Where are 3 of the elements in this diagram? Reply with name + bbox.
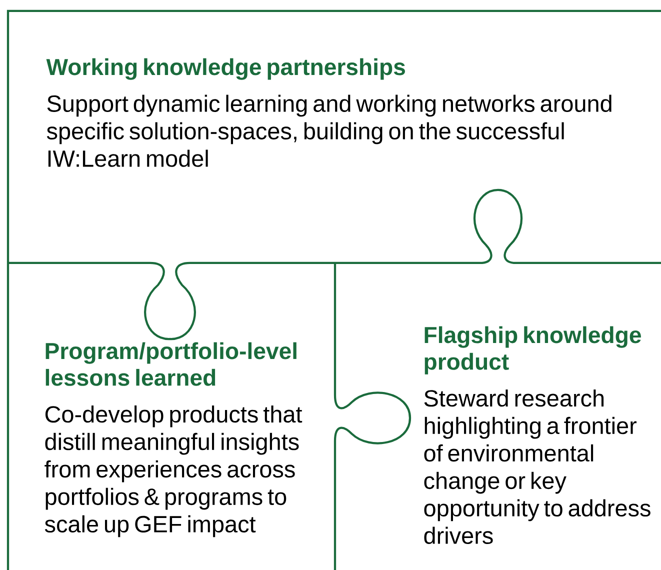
puzzle-piece-text: Working knowledge partnerships Support dynamic learning and working networks around specific solution-spaces, building on the successful IW:Learn model: [46, 58, 612, 167]
puzzle-piece-text: Program/portfolio-level lessons learned Co-develop products that distill meaningful insights from experiences across portfolios & programs to scale up GEF impact: [44, 342, 302, 538]
puzzle-piece-text: Flagship knowledge product Steward research highlighting a frontier of environmental change or key opportunity to address drivers: [424, 326, 650, 544]
